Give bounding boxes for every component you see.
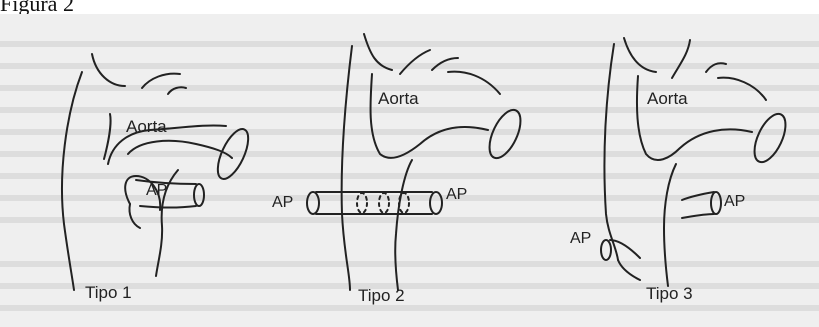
panel-3-vessels [601,38,792,286]
panel-2-vessels [307,34,527,290]
panel-2-type-label: Tipo 2 [358,286,405,306]
background-print-lines [0,44,819,308]
panel-1-aorta-label: Aorta [126,117,167,137]
figure-drawing [0,14,819,327]
panel-3-ap-right-label: AP [724,193,745,211]
panel-3-type-label: Tipo 3 [646,284,693,304]
panel-3-aorta-label: Aorta [647,89,688,109]
panel-1-type-label: Tipo 1 [85,283,132,303]
panel-2-aorta-label: Aorta [378,89,419,109]
panel-2-ap-left-label: AP [272,194,293,212]
panel-1-ap-label: AP [146,182,167,200]
panel-2-ap-right-label: AP [446,186,467,204]
panel-3-ap-left-label: AP [570,230,591,248]
figure-photo: Aorta AP Tipo 1 Aorta AP AP Tipo 2 Aorta… [0,14,819,327]
